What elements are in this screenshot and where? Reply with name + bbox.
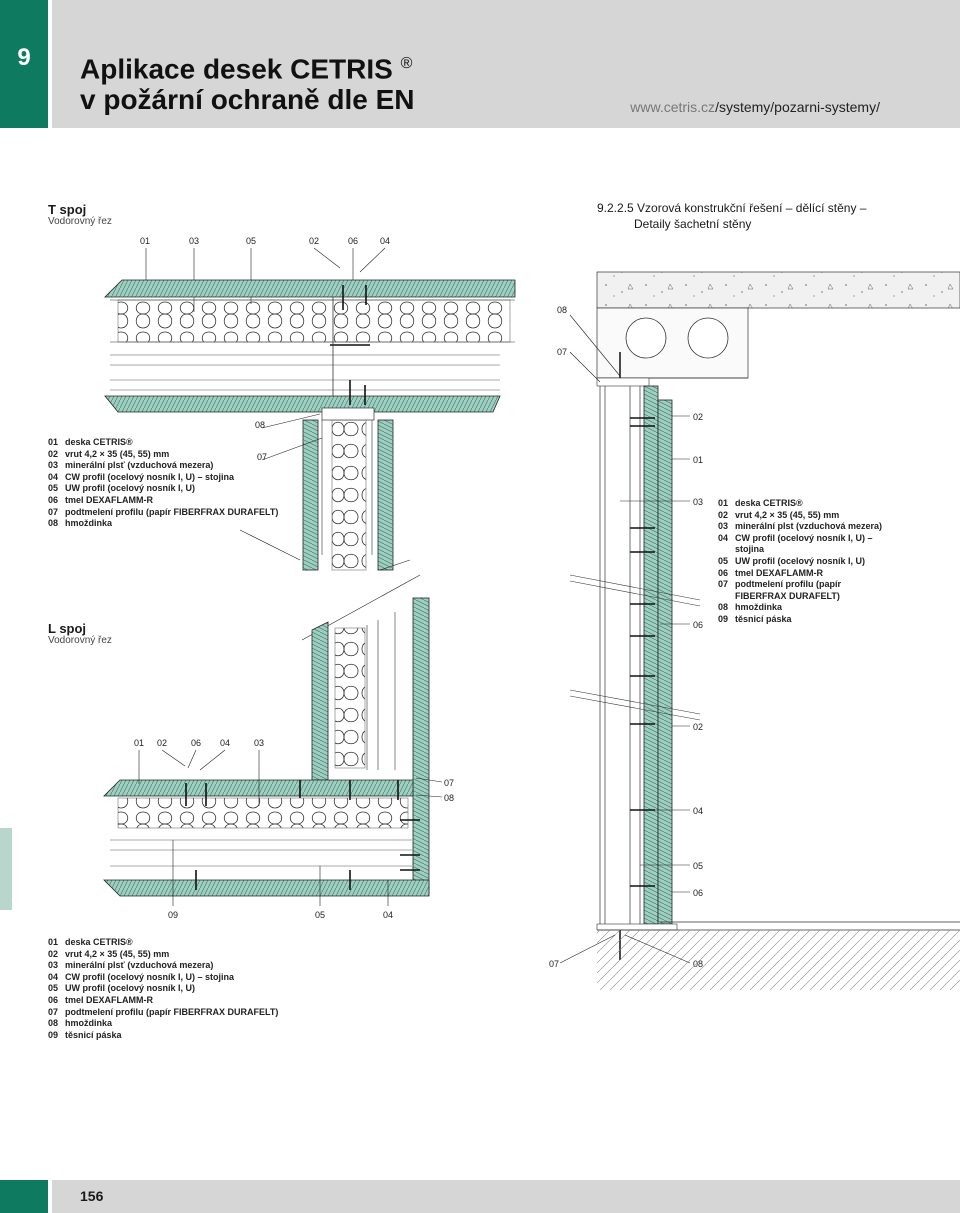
v-label-04: 04 — [693, 806, 704, 816]
page-number: 156 — [80, 1188, 104, 1204]
l-label-07: 07 — [444, 778, 455, 788]
header-band — [52, 0, 960, 128]
t-label-07: 07 — [257, 452, 268, 462]
l-label-04b: 04 — [383, 910, 394, 920]
l-label-09: 09 — [168, 910, 179, 920]
section-title-line1: 9.2.2.5 Vzorová konstrukční řešení – děl… — [597, 201, 867, 215]
t-label-06: 06 — [348, 236, 359, 246]
footer-brand-block — [0, 1180, 48, 1213]
t-joint-title: T spoj — [48, 202, 87, 217]
t-label-02: 02 — [309, 236, 320, 246]
v-label-03: 03 — [693, 497, 704, 507]
legend-item: stojina — [735, 544, 765, 555]
t-label-01: 01 — [140, 236, 151, 246]
t-label-04: 04 — [380, 236, 391, 246]
v-label-01: 01 — [693, 455, 704, 465]
page-title: Aplikace desek CETRIS ® v požární ochran… — [80, 48, 415, 115]
l-label-04: 04 — [220, 738, 231, 748]
l-label-06: 06 — [191, 738, 202, 748]
url-domain: www.cetris.cz — [630, 99, 716, 115]
l-label-08: 08 — [444, 793, 455, 803]
section-title: 9.2.2.5 Vzorová konstrukční řešení – děl… — [597, 200, 866, 232]
v-label-07b: 07 — [549, 959, 560, 969]
side-tab — [0, 828, 12, 910]
title-line1: Aplikace desek CETRIS — [80, 53, 393, 85]
t-joint-subtitle: Vodorovný řez — [48, 216, 112, 227]
l-label-03: 03 — [254, 738, 265, 748]
l-joint-title: L spoj — [48, 621, 87, 636]
l-label-01: 01 — [134, 738, 145, 748]
title-line2: v požární ochraně dle EN — [80, 84, 415, 116]
v-label-08: 08 — [557, 305, 568, 315]
v-label-06: 06 — [693, 620, 704, 630]
l-joint-drawing — [103, 574, 443, 906]
l-joint-subtitle: Vodorovný řez — [48, 635, 112, 646]
t-label-08: 08 — [255, 420, 266, 430]
url-path: /systemy/pozarni-systemy/ — [715, 99, 880, 115]
footer-band — [52, 1180, 960, 1213]
v-label-07: 07 — [557, 347, 568, 357]
legend-item: FIBERFRAX DURAFELT) — [735, 590, 840, 601]
v-label-06b: 06 — [693, 888, 704, 898]
chapter-number: 9 — [0, 0, 48, 128]
vertical-drawing — [559, 271, 960, 990]
v-label-05: 05 — [693, 861, 704, 871]
registered-mark: ® — [400, 55, 413, 72]
section-title-line2: Detaily šachetní stěny — [634, 217, 752, 231]
t-label-05: 05 — [246, 236, 257, 246]
l-label-05: 05 — [315, 910, 326, 920]
website-link[interactable]: www.cetris.cz/systemy/pozarni-systemy/ — [630, 99, 880, 115]
t-label-03: 03 — [189, 236, 200, 246]
v-label-02b: 02 — [693, 722, 704, 732]
l-label-02: 02 — [157, 738, 168, 748]
v-label-02: 02 — [693, 412, 704, 422]
t-joint-drawing — [104, 247, 516, 571]
